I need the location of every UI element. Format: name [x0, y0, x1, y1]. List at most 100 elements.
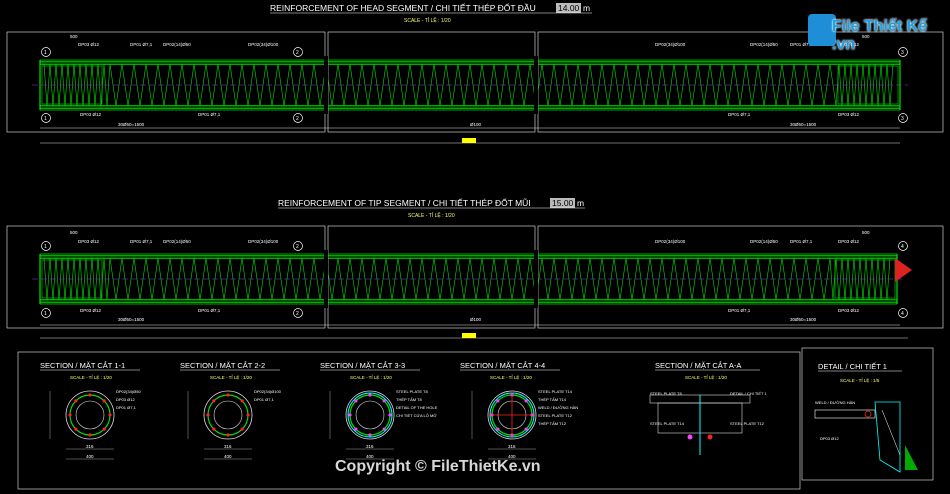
- section-scale: SCALE - TỈ LỆ : 1/20: [210, 373, 252, 380]
- rebar-dot: [240, 427, 244, 431]
- head-label-dp03-bottom: DP03 Ø12: [80, 112, 102, 117]
- section-marker-label: 1: [44, 311, 47, 317]
- head-label-dp01-top: DP01 Ø7,1: [130, 42, 153, 47]
- tip-label-dp03-right: DP03 Ø12: [838, 239, 860, 244]
- section-note: DP03 Ø12: [116, 397, 135, 402]
- rebar-dot: [388, 413, 392, 417]
- section-marker-circle: [898, 47, 908, 57]
- section-marker-circle: [41, 113, 51, 123]
- rebar-dot: [102, 399, 106, 403]
- tip-dim-right: 500: [862, 230, 870, 235]
- tip-dim-30-right: 30Ø50=1500: [790, 317, 817, 322]
- section-note: CHI TIẾT CỬA LỖ MỞ: [396, 413, 437, 418]
- section-scale: SCALE - TỈ LỆ : 1/20: [685, 373, 727, 380]
- section-marker-label: 1: [44, 116, 47, 122]
- rebar-dot: [74, 427, 78, 431]
- section-marker-label: 2: [296, 244, 299, 250]
- section-marker-label: 2: [296, 50, 299, 56]
- section-marker-circle: [898, 308, 908, 318]
- section-marker-label: 3: [901, 50, 904, 56]
- tip-rebar-cage: [32, 250, 905, 308]
- section-marker-label: 1: [44, 50, 47, 56]
- section-title: SECTION / MẶT CẮT 1-1: [40, 361, 125, 370]
- tip-label-dp02-100-top: DP02(34)Ø100: [248, 239, 279, 244]
- tip-label-dp02-50-top: DP02(14)Ø50: [163, 239, 191, 244]
- section-dim-inner: 316: [86, 444, 94, 449]
- head-dim-left: 500: [70, 34, 78, 39]
- tip-label-dp01-top: DP01 Ø7,1: [130, 239, 153, 244]
- tip-scale: SCALE - TỈ LỆ : 1/20: [408, 211, 455, 219]
- head-rebar-cage: [32, 56, 908, 114]
- rebar-dot: [212, 427, 216, 431]
- head-label-dp02-100-top: DP02(34)Ø100: [248, 42, 279, 47]
- detail-title: DETAIL / CHI TIẾT 1: [818, 361, 887, 371]
- rebar-dot: [524, 427, 528, 431]
- section-dim-outer: 400: [224, 454, 232, 459]
- head-scale: SCALE - TỈ LỆ : 1/20: [404, 16, 451, 24]
- section-note: THÉP TẤM T12: [538, 421, 567, 426]
- pile-outer: [65, 390, 115, 440]
- steel-plate-ring: [347, 392, 393, 438]
- section-marker-circle: [293, 308, 303, 318]
- detail-frame: [801, 347, 934, 481]
- section-scale: SCALE - TỈ LỆ : 1/20: [350, 373, 392, 380]
- section-note: STEEL PLATE T8: [650, 391, 682, 396]
- section-title: SECTION / MẶT CẮT 2-2: [180, 361, 265, 370]
- tip-label-dp03-bottom-right: DP03 Ø12: [838, 308, 860, 313]
- section-marker-label: 3: [901, 116, 904, 122]
- rebar-dot: [524, 399, 528, 403]
- tip-label-dp03-top: DP03 Ø12: [78, 239, 100, 244]
- section-marker-label: 2: [296, 116, 299, 122]
- section-title: SECTION / MẶT CẮT A-A: [655, 361, 741, 370]
- section-marker-circle: [41, 47, 51, 57]
- head-frames: [6, 31, 944, 133]
- tip-title-value: 15.00: [552, 198, 574, 208]
- head-total-dim-tag: [462, 138, 476, 143]
- tip-title-highlight: [550, 198, 575, 208]
- pile-outer: [345, 390, 395, 440]
- head-dim-30-right: 30Ø50=1500: [790, 122, 817, 127]
- section-marker-circle: [293, 113, 303, 123]
- rebar-dot: [206, 413, 210, 417]
- logo-text: File Thiết Kế .vn: [832, 18, 928, 53]
- rebar-dot: [226, 393, 230, 397]
- section-marker-label: 4: [901, 244, 904, 250]
- rebar-dot: [354, 427, 358, 431]
- head-title: REINFORCEMENT OF HEAD SEGMENT / CHI TIẾT…: [270, 2, 536, 13]
- head-title-unit: m: [583, 3, 590, 13]
- head-label-dp03-bottom-right: DP03 Ø12: [838, 112, 860, 117]
- section-note: DETAIL OF THE HOLE: [396, 405, 438, 410]
- head-label-dp01-bottom-right: DP01 Ø7,1: [728, 112, 751, 117]
- break-gap: [324, 56, 328, 114]
- section-scale: SCALE - TỈ LỆ : 1/20: [70, 373, 112, 380]
- rebar-dot: [348, 413, 352, 417]
- rebar-dot: [88, 393, 92, 397]
- section-marker-circle: [293, 241, 303, 251]
- section-dim-inner: 316: [366, 444, 374, 449]
- head-dim-mid: Ø100: [470, 122, 482, 127]
- head-label-dp02-50-right: DP02(14)Ø50: [750, 42, 778, 47]
- pile-inner: [355, 400, 385, 430]
- section-note: DP01 Ø7,1: [254, 397, 275, 402]
- head-dim-30-left: 30Ø50=1500: [118, 122, 145, 127]
- section-marker-label: 2: [296, 311, 299, 317]
- section-marker-circle: [293, 47, 303, 57]
- section-note: DP02(34)Ø50: [116, 389, 141, 394]
- tip-dim-30-left: 30Ø50=1500: [118, 317, 145, 322]
- section-note: STEEL PLATE T14: [538, 389, 573, 394]
- sections-frame: [17, 351, 801, 490]
- tip-title-unit: m: [577, 198, 584, 208]
- section-marker-circle: [898, 241, 908, 251]
- section-title: SECTION / MẶT CẮT 4-4: [460, 361, 545, 370]
- section-note: STEEL PLATE T8: [396, 389, 428, 394]
- tip-label-dp01-bottom: DP01 Ø7,1: [198, 308, 221, 313]
- rebar-dot: [382, 427, 386, 431]
- tip-label-dp01-bottom-right: DP01 Ø7,1: [728, 308, 751, 313]
- pile-outer: [203, 390, 253, 440]
- rebar-dot: [226, 433, 230, 437]
- rebar-dot: [68, 413, 72, 417]
- head-label-dp01-right: DP01 Ø7,1: [790, 42, 813, 47]
